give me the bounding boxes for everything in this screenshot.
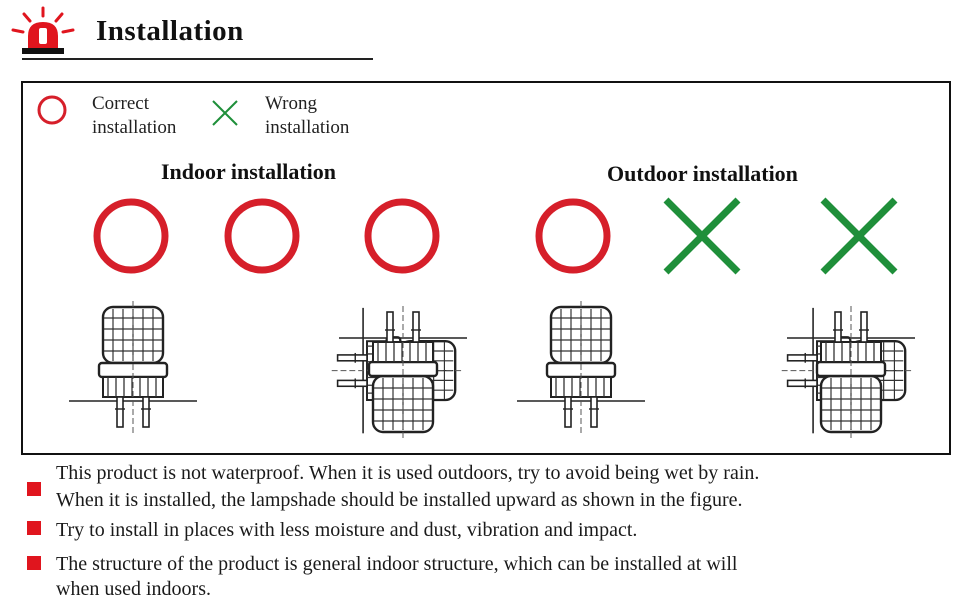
note-line: when used indoors.: [56, 578, 211, 600]
installation-diagram-panel: Correct installation Wrong installation …: [21, 81, 951, 455]
legend-wrong-label: Wrong installation: [265, 92, 349, 140]
legend-correct-line1: Correct: [92, 93, 149, 114]
correct-circle-icon: [364, 198, 440, 274]
red-square-bullet-icon: [27, 556, 41, 570]
indoor-section-title: Indoor installation: [161, 159, 337, 184]
correct-circle-icon: [224, 198, 300, 274]
beacon-lamp-ceiling-diagram: [787, 304, 915, 438]
wrong-cross-icon: [663, 197, 741, 275]
cross-icon: [212, 100, 238, 126]
legend-wrong-line1: Wrong: [265, 93, 317, 114]
outdoor-section-title: Outdoor installation: [607, 161, 798, 186]
legend-correct-label: Correct installation: [92, 92, 176, 140]
beacon-lamp-upright-diagram: [69, 301, 197, 435]
note-line: Try to install in places with less moist…: [56, 519, 638, 541]
beacon-lamp-wall-side-diagram: [779, 307, 912, 434]
beacon-lamp-upright-diagram: [517, 301, 645, 435]
installation-notes: This product is not waterproof. When it …: [0, 456, 970, 600]
wrong-cross-icon: [820, 197, 898, 275]
beacon-lamp-ceiling-diagram: [339, 304, 467, 438]
note-line: This product is not waterproof. When it …: [56, 462, 760, 484]
red-square-bullet-icon: [27, 482, 41, 496]
beacon-lamp-wall-side-diagram: [329, 307, 462, 434]
page-title: Installation: [96, 15, 244, 47]
red-square-bullet-icon: [27, 521, 41, 535]
alarm-beacon-icon: [11, 6, 75, 54]
title-underline: [22, 58, 373, 60]
correct-circle-icon: [93, 198, 169, 274]
legend-correct-line2: installation: [92, 117, 177, 138]
legend-wrong-line2: installation: [265, 117, 350, 138]
correct-circle-icon: [535, 198, 611, 274]
note-line: The structure of the product is general …: [56, 553, 738, 575]
note-line: When it is installed, the lampshade shou…: [56, 489, 743, 511]
circle-icon: [37, 95, 67, 125]
page-header: Installation: [0, 0, 400, 70]
